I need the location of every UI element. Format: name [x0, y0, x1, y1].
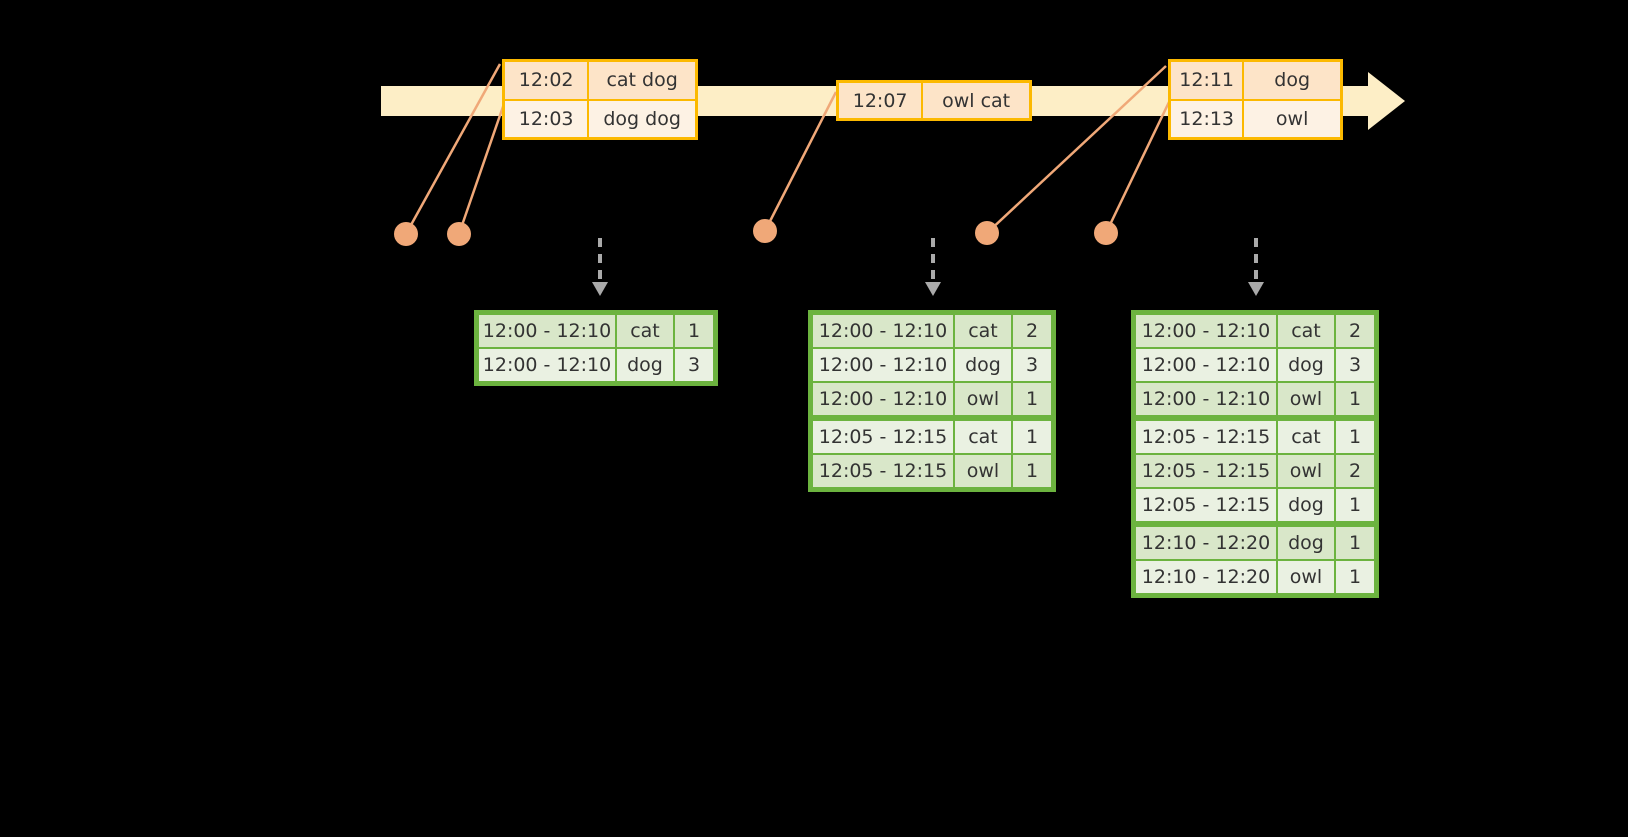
cell-window: 12:10 - 12:20: [1136, 561, 1276, 593]
cell-count: 2: [1336, 455, 1374, 487]
event-row: 12:13 owl: [1171, 98, 1340, 137]
event-box-1: 12:02 cat dog 12:03 dog dog: [502, 59, 698, 140]
cell-key: owl: [955, 455, 1011, 487]
cell-key: cat: [617, 315, 673, 347]
cell-window: 12:00 - 12:10: [1136, 383, 1276, 415]
cell-count: 2: [1013, 315, 1051, 347]
cell-count: 1: [1336, 421, 1374, 453]
event-time: 12:07: [839, 83, 924, 118]
timeline-arrowhead-icon: [1368, 72, 1405, 130]
event-time: 12:11: [1171, 62, 1245, 99]
arrow-stem: [598, 238, 602, 284]
cell-key: dog: [955, 349, 1011, 381]
cell-key: dog: [1278, 489, 1334, 521]
group-separator: [1135, 522, 1375, 526]
event-row: 12:03 dog dog: [505, 98, 695, 137]
cell-key: owl: [1278, 383, 1334, 415]
event-time: 12:13: [1171, 100, 1245, 137]
event-dot-2: [447, 222, 471, 246]
cell-key: cat: [955, 315, 1011, 347]
cell-window: 12:05 - 12:15: [1136, 421, 1276, 453]
arrow-head-icon: [592, 282, 608, 296]
cell-window: 12:05 - 12:15: [813, 455, 953, 487]
cell-count: 1: [1013, 455, 1051, 487]
event-dot-4: [975, 221, 999, 245]
cell-key: cat: [955, 421, 1011, 453]
cell-key: cat: [1278, 315, 1334, 347]
event-time: 12:02: [505, 62, 590, 99]
event-dot-3: [753, 219, 777, 243]
cell-key: dog: [1278, 349, 1334, 381]
event-message: owl cat: [923, 83, 1029, 118]
cell-key: dog: [617, 349, 673, 381]
event-box-3: 12:11 dog 12:13 owl: [1168, 59, 1343, 140]
cell-window: 12:00 - 12:10: [1136, 315, 1276, 347]
group-separator: [812, 416, 1052, 420]
cell-key: owl: [1278, 561, 1334, 593]
cell-key: dog: [1278, 527, 1334, 559]
event-dot-5: [1094, 221, 1118, 245]
arrow-stem: [931, 238, 935, 284]
cell-window: 12:05 - 12:15: [1136, 455, 1276, 487]
cell-count: 3: [1336, 349, 1374, 381]
cell-window: 12:00 - 12:10: [813, 315, 953, 347]
connector-line-2: [457, 97, 508, 235]
event-row: 12:11 dog: [1171, 62, 1340, 99]
cell-count: 3: [675, 349, 713, 381]
cell-count: 1: [675, 315, 713, 347]
cell-window: 12:10 - 12:20: [1136, 527, 1276, 559]
cell-count: 3: [1013, 349, 1051, 381]
event-message: dog dog: [589, 100, 695, 137]
cell-count: 1: [1336, 561, 1374, 593]
event-message: owl: [1244, 100, 1340, 137]
arrow-head-icon: [925, 282, 941, 296]
cell-count: 1: [1013, 383, 1051, 415]
cell-key: cat: [1278, 421, 1334, 453]
cell-window: 12:00 - 12:10: [479, 315, 615, 347]
cell-count: 1: [1336, 383, 1374, 415]
cell-window: 12:05 - 12:15: [1136, 489, 1276, 521]
event-dot-1: [394, 222, 418, 246]
arrow-head-icon: [1248, 282, 1264, 296]
cell-count: 1: [1336, 489, 1374, 521]
group-separator: [1135, 416, 1375, 420]
cell-count: 1: [1336, 527, 1374, 559]
event-row: 12:02 cat dog: [505, 62, 695, 99]
cell-key: owl: [1278, 455, 1334, 487]
cell-window: 12:00 - 12:10: [813, 349, 953, 381]
event-time: 12:03: [505, 100, 590, 137]
event-message: dog: [1244, 62, 1340, 99]
event-box-2: 12:07 owl cat: [836, 80, 1032, 121]
cell-count: 1: [1013, 421, 1051, 453]
cell-key: owl: [955, 383, 1011, 415]
cell-window: 12:00 - 12:10: [479, 349, 615, 381]
cell-window: 12:00 - 12:10: [813, 383, 953, 415]
cell-count: 2: [1336, 315, 1374, 347]
event-message: cat dog: [589, 62, 695, 99]
cell-window: 12:00 - 12:10: [1136, 349, 1276, 381]
cell-window: 12:05 - 12:15: [813, 421, 953, 453]
arrow-stem: [1254, 238, 1258, 284]
connector-line-5: [1104, 99, 1172, 234]
event-row: 12:07 owl cat: [839, 83, 1029, 118]
